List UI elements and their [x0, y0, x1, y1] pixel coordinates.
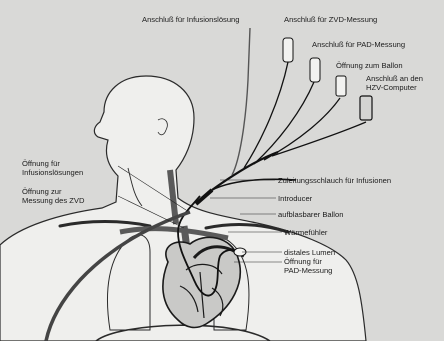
- pad-opening-label-line1: Öffnung für: [284, 257, 322, 266]
- hzv-connector: [360, 96, 372, 120]
- hzv-port-label-line1: Anschluß an den: [366, 74, 423, 83]
- pad-opening-label-line2: PAD-Messung: [284, 266, 332, 275]
- balloon-line: [264, 98, 340, 160]
- thermistor-label: Wärmefühler: [284, 228, 327, 237]
- infusion-port-label: Anschluß für Infusionslösung: [142, 15, 240, 24]
- infusion-line: [232, 28, 250, 175]
- zvd-port-label: Anschluß für ZVD-Messung: [284, 15, 377, 24]
- introducer-label: Introducer: [278, 194, 312, 203]
- infusion-opening-label-line2: Infusionslösungen: [22, 168, 83, 177]
- balloon-label: aufblasbarer Ballon: [278, 210, 343, 219]
- hzv-port-label-line2: HZV-Computer: [366, 83, 417, 92]
- balloon-opening-label: Öffnung zum Ballon: [336, 61, 403, 70]
- supply-tube-label: Zuleitungsschlauch für Infusionen: [278, 176, 391, 185]
- zvd-opening-label-line1: Öffnung zur: [22, 187, 62, 196]
- distal-lumen-label: distales Lumen: [284, 248, 335, 257]
- infusion-opening-label-line1: Öffnung für: [22, 159, 60, 168]
- zvd-connector: [283, 38, 293, 62]
- pad-port-label: Anschluß für PAD-Messung: [312, 40, 405, 49]
- zvd-opening-label-line2: Messung des ZVD: [22, 196, 84, 205]
- balloon-connector: [336, 76, 346, 96]
- hzv-line: [272, 122, 366, 156]
- pad-connector: [310, 58, 320, 82]
